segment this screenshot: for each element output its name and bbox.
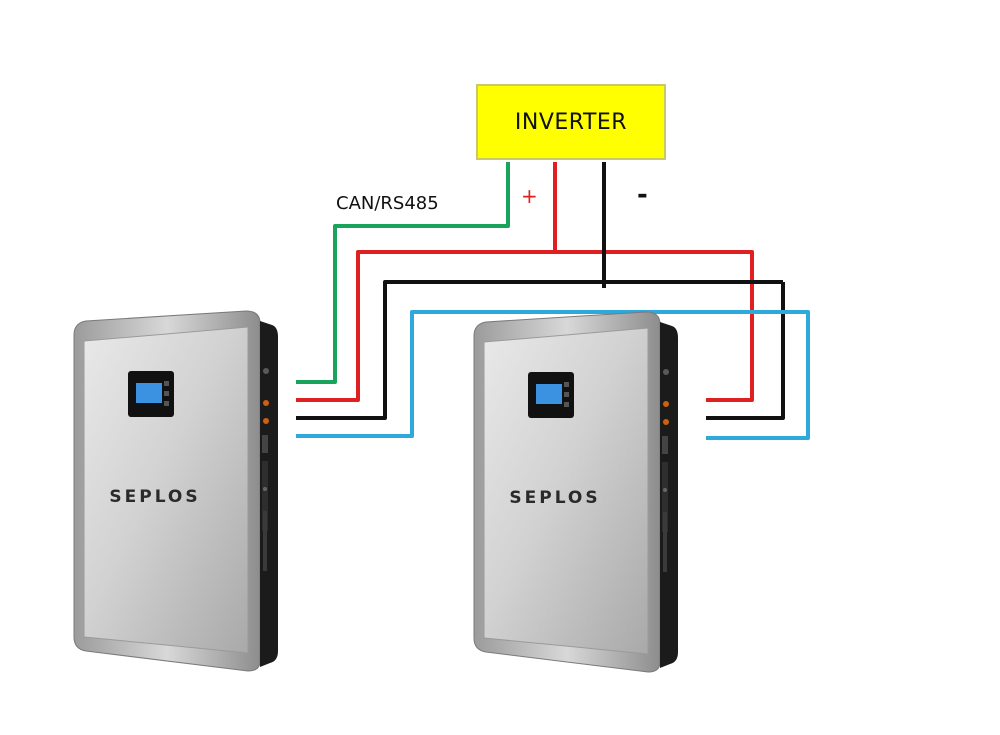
negative-wire-left — [296, 280, 783, 420]
positive-label: + — [521, 184, 538, 208]
positive-wire-right — [555, 250, 754, 402]
link-wire — [296, 310, 810, 440]
wires — [296, 162, 810, 440]
battery-left-brand: SEPLOS — [109, 487, 200, 507]
positive-wire — [296, 162, 557, 402]
negative-label: - — [637, 180, 648, 210]
comm-wire — [296, 162, 510, 384]
inverter-box: INVERTER — [476, 84, 666, 160]
battery-right-brand: SEPLOS — [509, 488, 600, 508]
comm-label: CAN/RS485 — [336, 193, 439, 214]
inverter-label: INVERTER — [514, 109, 628, 135]
negative-wire-right — [706, 282, 785, 420]
